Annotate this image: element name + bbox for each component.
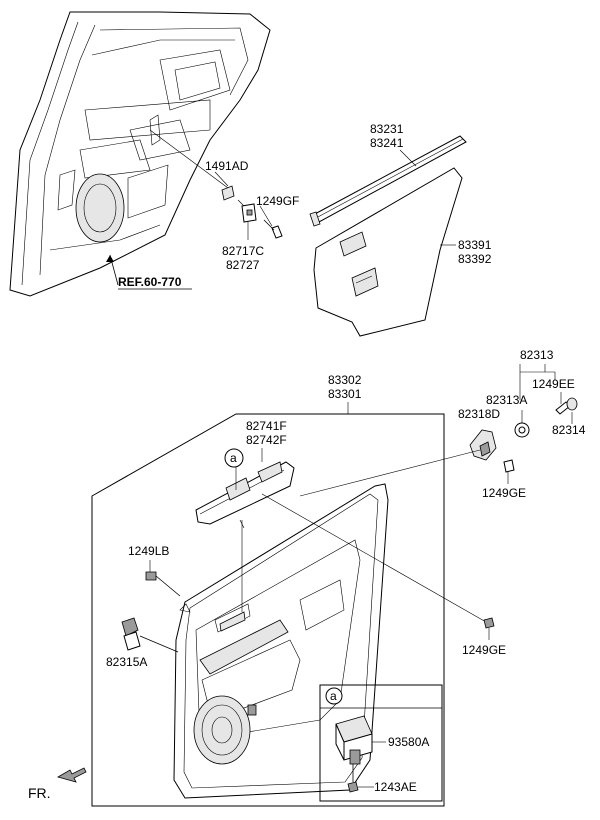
door-trim-panel-drawing	[173, 483, 389, 799]
label-83241: 83241	[370, 136, 404, 150]
sealing-cover-drawing	[313, 167, 463, 337]
label-82314: 82314	[552, 423, 586, 437]
label-83392: 83392	[458, 252, 492, 266]
label-82315A: 82315A	[106, 655, 147, 669]
label-82741F: 82741F	[246, 419, 287, 433]
label-83302: 83302	[328, 373, 362, 387]
weatherstrip-drawing	[309, 135, 467, 227]
label-1249GE-top: 1249GE	[482, 486, 526, 500]
label-93580A: 93580A	[388, 735, 429, 749]
power-window-switch-drawing	[335, 715, 373, 765]
inset-box-a	[319, 684, 443, 802]
label-83301: 83301	[328, 387, 362, 401]
label-1249GE-bottom: 1249GE	[462, 643, 506, 657]
screw-1249LB-drawing	[145, 571, 181, 597]
label-82717C: 82717C	[222, 244, 264, 258]
screw-1249GE-drawing	[483, 617, 495, 640]
label-82313A: 82313A	[486, 393, 527, 407]
front-arrow-icon	[56, 767, 87, 783]
label-82318D: 82318D	[458, 407, 500, 421]
callout-a-label: a	[230, 451, 237, 465]
trim-panel-frame	[91, 413, 445, 807]
label-1249EE: 1249EE	[532, 377, 575, 391]
label-1249GF: 1249GF	[256, 194, 299, 208]
label-1243AE: 1243AE	[374, 780, 417, 794]
label-82742F: 82742F	[246, 433, 287, 447]
door-frame-drawing	[9, 11, 271, 297]
clip-82315A-drawing	[121, 617, 179, 653]
inset-a-label: a	[330, 689, 337, 703]
clip-part-drawing	[221, 185, 283, 239]
switch-panel-drawing	[195, 461, 295, 529]
ref-60-770: REF.60-770	[118, 275, 182, 289]
label-1491AD: 1491AD	[205, 159, 249, 173]
label-82727: 82727	[226, 258, 260, 272]
label-82313: 82313	[520, 348, 554, 362]
label-83391: 83391	[458, 238, 492, 252]
inset-a-circle	[325, 687, 343, 705]
screw-1243AE-drawing	[347, 764, 359, 793]
front-indicator-label: FR.	[28, 785, 51, 801]
label-1249LB: 1249LB	[128, 544, 169, 558]
callout-a-circle	[224, 448, 244, 468]
label-83231: 83231	[370, 122, 404, 136]
